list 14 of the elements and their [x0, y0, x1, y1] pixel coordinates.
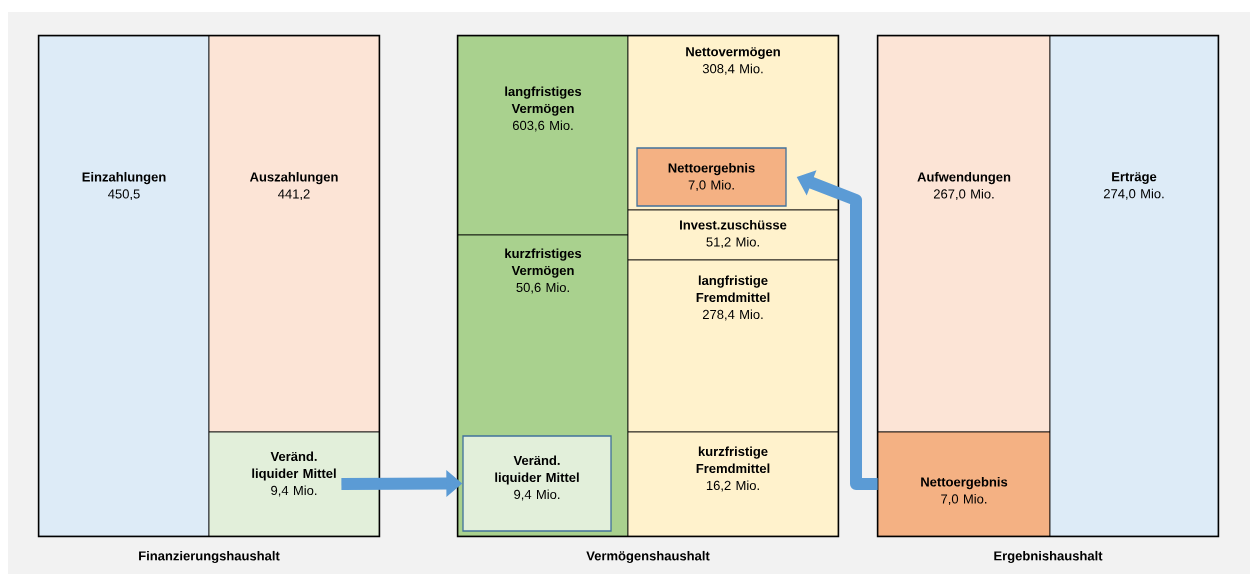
highlight-box: Veränd. liquider Mittel 9,4 Mio. — [462, 435, 612, 532]
panel-title: Finanzierungshaushalt — [139, 550, 280, 564]
account-cell: kurzfristige Fremdmittel 16,2 Mio. — [627, 431, 839, 537]
account-cell: Nettoergebnis 7,0 Mio. — [877, 431, 1051, 537]
highlight-box: Nettoergebnis 7,0 Mio. — [636, 147, 787, 207]
account-cell: Veränd. liquider Mittel 9,4 Mio. — [208, 431, 380, 537]
panel-title: Vermögenshaushalt — [586, 550, 710, 564]
account-cell: Aufwendungen 267,0 Mio. — [877, 35, 1051, 433]
account-cell: langfristiges Vermögen 603,6 Mio. — [457, 35, 629, 236]
account-cell: Invest.zuschüsse 51,2 Mio. — [627, 209, 839, 261]
account-cell: Einzahlungen 450,5 — [38, 35, 210, 537]
panel-title: Ergebnishaushalt — [994, 550, 1103, 564]
account-cell: Auszahlungen 441,2 — [208, 35, 380, 433]
account-cell: Erträge 274,0 Mio. — [1049, 35, 1219, 537]
